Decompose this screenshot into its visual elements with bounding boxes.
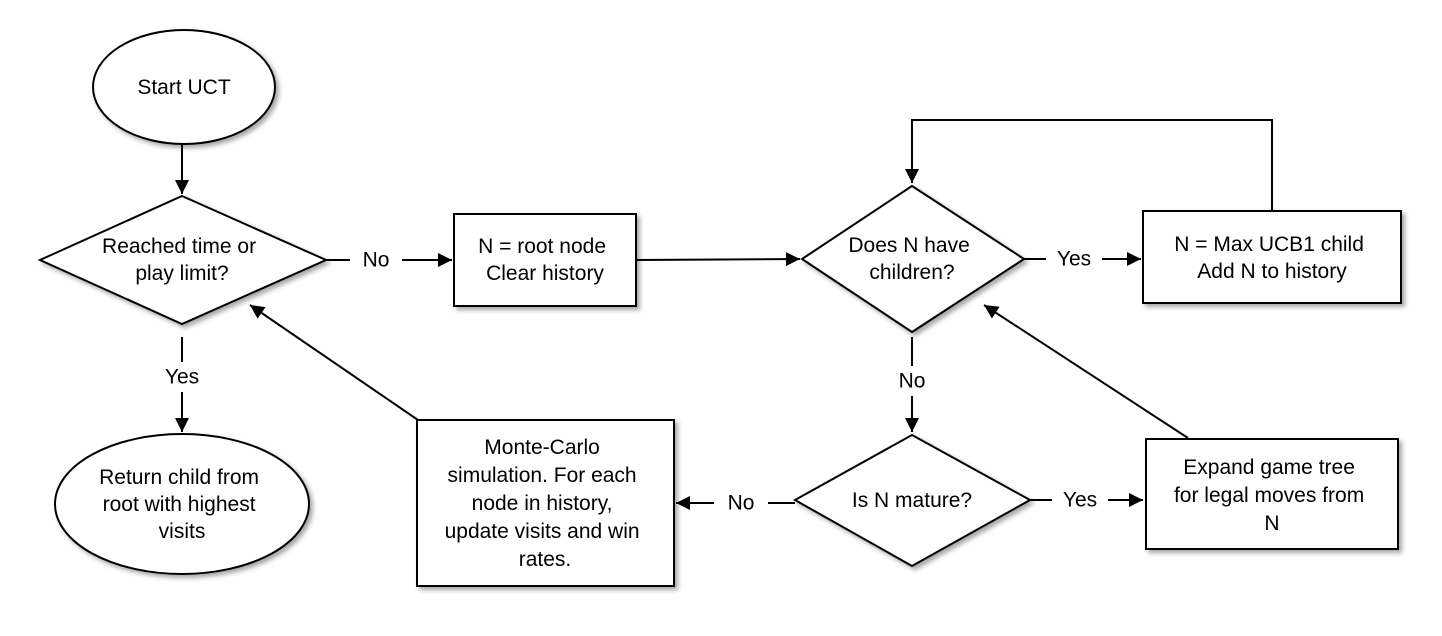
svg-text:Return child from root w: Return child from root with highest visi…	[99, 466, 265, 543]
node-expand: Expand game tree for legal moves from N	[1145, 438, 1399, 550]
node-ret: Return child from root with highest visi…	[54, 433, 310, 575]
node-ret-line: root with highest	[103, 493, 256, 516]
svg-text:Monte-Carlo simulation.: Monte-Carlo simulation. For each node in…	[445, 436, 646, 571]
edges: No Yes Yes No Yes No	[154, 119, 1273, 517]
node-simulation: Monte-Carlo simulation. For each node in…	[416, 419, 675, 587]
node-start: Start UCT	[92, 29, 276, 145]
svg-text:N = Max UCB1 child Add N: N = Max UCB1 child Add N to history	[1174, 233, 1370, 283]
node-limit-line: Reached time or	[102, 235, 256, 258]
svg-text:Does N have children?: Does N have children?	[848, 234, 975, 284]
node-limit-line: play limit?	[135, 262, 228, 285]
node-simulation-line: update visits and win	[445, 520, 640, 543]
edge-label-limit-ret: Yes	[165, 366, 199, 389]
node-simulation-line: rates.	[519, 548, 572, 571]
node-expand-line: N	[1264, 512, 1279, 535]
node-root-line: Clear history	[486, 262, 604, 285]
edge-label-children-mature: No	[899, 370, 926, 393]
node-root-line: N = root node	[478, 235, 606, 258]
svg-text:Expand game tree for leg: Expand game tree for legal moves from N	[1174, 456, 1370, 535]
node-children-line: Does N have	[848, 234, 969, 257]
edge-ucb-children	[905, 119, 1273, 211]
node-simulation-line: node in history,	[472, 492, 613, 515]
edge-expand-children	[983, 304, 1189, 439]
edge-label-mature-expand: Yes	[1063, 489, 1097, 512]
svg-text:Reached time or play lim: Reached time or play limit?	[102, 235, 262, 285]
node-simulation-line: simulation. For each	[448, 464, 637, 487]
node-expand-line: Expand game tree	[1183, 456, 1355, 479]
edge-root-children	[635, 252, 801, 267]
edge-label-mature-simulation: No	[728, 492, 755, 515]
node-mature: Is N mature?	[792, 433, 1033, 568]
node-expand-line: for legal moves from	[1174, 484, 1364, 507]
svg-text:Is N mature?: Is N mature?	[852, 489, 972, 512]
node-simulation-line: Monte-Carlo	[484, 436, 600, 459]
node-ret-line: visits	[159, 520, 206, 543]
node-ret-line: Return child from	[99, 466, 259, 489]
edge-label-children-ucb: Yes	[1057, 248, 1091, 271]
edge-simulation-limit	[249, 304, 419, 421]
node-children-line: children?	[869, 261, 954, 284]
node-ucb: N = Max UCB1 child Add N to history	[1142, 210, 1402, 304]
node-root: N = root node Clear history	[453, 213, 637, 307]
node-limit: Reached time or play limit?	[37, 194, 329, 326]
svg-text:N = root node Clear hist: N = root node Clear history	[478, 235, 612, 285]
node-children: Does N have children?	[800, 184, 1026, 334]
node-ucb-line: Add N to history	[1197, 260, 1347, 283]
node-start-line: Start UCT	[137, 76, 231, 99]
node-ucb-line: N = Max UCB1 child	[1174, 233, 1364, 256]
svg-text:Start UCT: Start UCT	[137, 76, 231, 99]
edge-label-limit-root: No	[363, 249, 390, 272]
node-mature-line: Is N mature?	[852, 489, 972, 512]
